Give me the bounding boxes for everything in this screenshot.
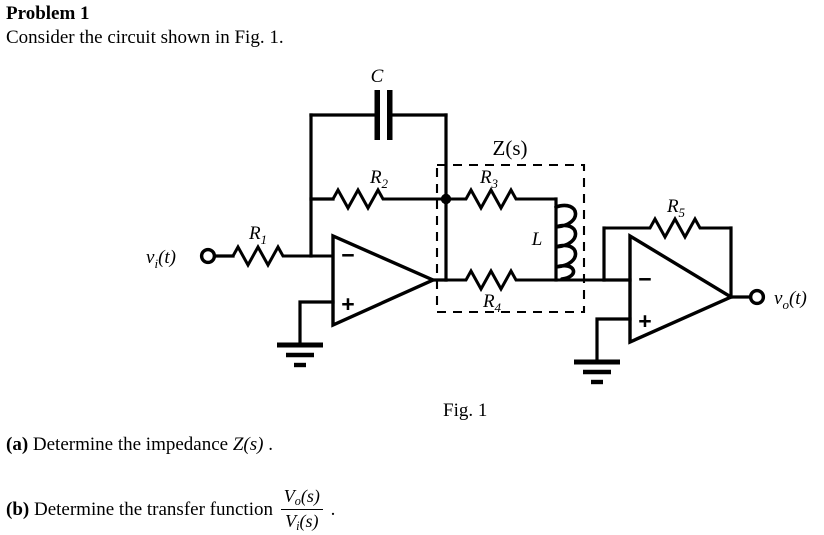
- r5-label: R5: [666, 196, 686, 220]
- resistor-r2: [331, 186, 446, 212]
- capacitor-plate-right: [387, 90, 393, 140]
- transfer-function-denominator: Vi(s): [285, 511, 319, 534]
- capacitor-plate-left: [374, 90, 380, 140]
- part-b-text: Determine the transfer function: [33, 499, 273, 521]
- input-terminal-label: vi(t): [146, 247, 176, 271]
- resistor-r5: [604, 215, 731, 241]
- circuit-diagram: C R2 R3 L R4 Z(s) vi(t) R1: [0, 55, 824, 415]
- r1-label: R1: [248, 223, 267, 247]
- r4-label: R4: [482, 291, 502, 315]
- inductor-label: L: [531, 229, 543, 250]
- part-a-marker: (a): [6, 434, 29, 455]
- output-terminal-circle: [748, 288, 766, 306]
- input-terminal-circle: [199, 247, 217, 265]
- transfer-function-fraction: Vo(s) Vi(s): [280, 486, 323, 534]
- resistor-r4: [433, 267, 604, 293]
- r3-label: R3: [479, 167, 499, 191]
- part-b-period: .: [330, 499, 336, 521]
- ground-symbol-2: [574, 359, 620, 385]
- transfer-function-numerator: Vo(s): [280, 486, 323, 511]
- inductor-coil: [554, 203, 578, 281]
- part-a-period: .: [268, 434, 273, 455]
- wire-opamp2-plus-to-ground: [595, 317, 632, 364]
- output-terminal-label: vo(t): [774, 288, 807, 312]
- r2-label: R2: [369, 167, 389, 191]
- resistor-r3: [446, 186, 556, 212]
- page-title: Problem 1: [6, 3, 90, 24]
- question-part-a: (a) Determine the impedance Z(s) .: [6, 434, 273, 456]
- part-a-text: Determine the impedance: [32, 434, 229, 455]
- intro-text: Consider the circuit shown in Fig. 1.: [6, 27, 284, 48]
- question-part-b: (b) Determine the transfer function Vo(s…: [6, 484, 336, 534]
- opamp-2-noninverting-sign: +: [638, 308, 651, 334]
- ground-symbol-1: [277, 342, 323, 368]
- part-b-marker: (b): [6, 499, 30, 521]
- opamp-1[interactable]: [331, 233, 438, 328]
- opamp-2[interactable]: [628, 232, 735, 345]
- opamp-1-noninverting-sign: +: [341, 291, 354, 317]
- capacitor-label: C: [371, 66, 384, 87]
- part-a-symbol: Z(s): [232, 434, 264, 455]
- figure-caption: Fig. 1: [443, 400, 488, 421]
- opamp-2-inverting-sign: −: [638, 266, 651, 292]
- wire-opamp1-plus-to-ground: [298, 300, 335, 347]
- impedance-label: Z(s): [493, 136, 528, 160]
- impedance-dashed-box: [435, 163, 586, 314]
- opamp-1-inverting-sign: −: [341, 242, 354, 268]
- resistor-r1: [231, 243, 333, 269]
